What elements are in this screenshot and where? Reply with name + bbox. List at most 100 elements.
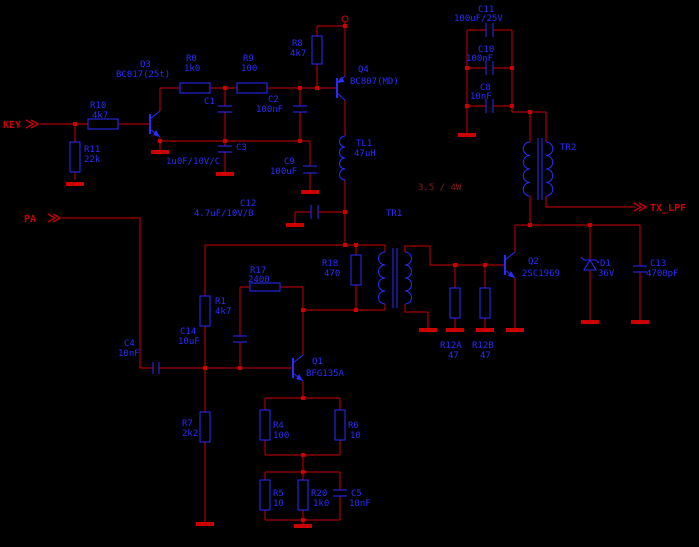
c10-ref-label: C10 xyxy=(478,45,494,55)
r5-ref-label: R5 xyxy=(273,489,284,499)
capacitor-c9-symbol[interactable] xyxy=(303,165,317,174)
capacitor-c11-symbol[interactable] xyxy=(485,23,494,37)
r12b-ref-label: R12B xyxy=(472,341,494,351)
wire-net-interstage xyxy=(303,244,505,328)
q3-ref-label: Q3 xyxy=(140,60,151,70)
tr2-ref-label: TR2 xyxy=(560,143,576,153)
pa-port-arrow-icon xyxy=(47,213,62,223)
r10-ref-label: R10 xyxy=(90,101,106,111)
transformer-tr1-symbol[interactable] xyxy=(378,248,412,308)
q3-emitter-arrow-icon xyxy=(153,130,160,137)
c3-value-label: 1u0F/10V/C xyxy=(166,157,220,167)
r6-ref-label: R6 xyxy=(348,421,359,431)
d1-ref-label: D1 xyxy=(600,259,611,269)
zener-diode-d1-symbol[interactable] xyxy=(580,256,600,271)
r11-ref-label: R11 xyxy=(84,145,100,155)
c12-ref-label: C12 xyxy=(240,199,256,209)
port-tx-lpf[interactable] xyxy=(633,202,648,212)
annotation-0: 3.5 / 4W xyxy=(418,183,462,193)
resistor-r20-symbol[interactable] xyxy=(297,479,309,511)
resistor-r1-symbol[interactable] xyxy=(199,295,211,327)
q2-ref-label: Q2 xyxy=(528,257,539,267)
resistor-r18-symbol[interactable] xyxy=(350,254,362,286)
tr2-core-icon xyxy=(537,138,543,200)
c8-ref-label: C8 xyxy=(480,83,491,93)
key-port-arrow-icon xyxy=(25,119,40,129)
port-pa[interactable] xyxy=(47,213,62,223)
resistor-r12b-symbol[interactable] xyxy=(479,287,491,319)
r9-ref-label: R9 xyxy=(243,54,254,64)
tx_lpf-port-label: TX_LPF xyxy=(650,203,686,214)
r7-value-label: 2k2 xyxy=(182,429,198,439)
r18-value-label: 470 xyxy=(324,269,340,279)
transistor-q4-symbol[interactable] xyxy=(336,75,346,101)
resistor-r8-symbol[interactable] xyxy=(311,35,323,65)
capacitor-c1-symbol[interactable] xyxy=(218,105,232,113)
r12a-ref-label: R12A xyxy=(440,341,462,351)
capacitor-c5-symbol[interactable] xyxy=(333,489,347,497)
resistor-r4-symbol[interactable] xyxy=(259,409,271,441)
r12a-value-label: 47 xyxy=(448,351,459,361)
transformer-tr2-symbol[interactable] xyxy=(522,138,554,200)
resistor-r11-symbol[interactable] xyxy=(69,141,81,173)
capacitor-c8-symbol[interactable] xyxy=(485,99,494,113)
c14-value-label: 10uF xyxy=(178,337,200,347)
c2-value-label: 100nF xyxy=(256,105,283,115)
tl1-value-label: 47uH xyxy=(354,149,376,159)
resistor-r12a-symbol[interactable] xyxy=(449,287,461,319)
resistor-r9-symbol[interactable] xyxy=(236,82,268,94)
r20-value-label: 1k0 xyxy=(313,499,329,509)
r5-value-label: 10 xyxy=(273,499,284,509)
port-key[interactable] xyxy=(25,119,40,129)
wire-net-driver xyxy=(62,217,345,524)
r20-ref-label: R20 xyxy=(311,489,327,499)
supply-pin-circle[interactable] xyxy=(341,15,349,23)
resistor-r17-symbol[interactable] xyxy=(249,282,281,292)
r1-ref-label: R1 xyxy=(215,297,226,307)
capacitor-c12-symbol[interactable] xyxy=(310,205,319,219)
capacitor-c2-symbol[interactable] xyxy=(293,105,307,113)
inductor-tl1-symbol[interactable] xyxy=(339,135,346,181)
r7-ref-label: R7 xyxy=(182,419,193,429)
r11-value-label: 22k xyxy=(84,155,101,165)
r4-ref-label: R4 xyxy=(273,421,284,431)
q2-emitter-arrow-icon xyxy=(508,271,515,278)
capacitor-c4-symbol[interactable] xyxy=(152,362,160,374)
resistor-r7-symbol[interactable] xyxy=(199,411,211,443)
transistor-q3-symbol[interactable] xyxy=(149,110,161,138)
c11-value-label: 100uF/25V xyxy=(454,14,503,24)
capacitor-c3-symbol[interactable] xyxy=(218,145,232,153)
c13-ref-label: C13 xyxy=(650,259,666,269)
tl1-ref-label: TL1 xyxy=(356,139,372,149)
q2-value-label: 2SC1969 xyxy=(522,269,560,279)
q1-ref-label: Q1 xyxy=(312,357,323,367)
resistor-r10-symbol[interactable] xyxy=(87,118,119,130)
capacitor-c14-symbol[interactable] xyxy=(233,335,247,343)
q4-value-label: BC807(MD) xyxy=(350,77,399,87)
capacitor-c10-symbol[interactable] xyxy=(485,61,494,75)
c10-value-label: 100nF xyxy=(466,54,493,64)
c1-ref-label: C1 xyxy=(204,97,215,107)
c12-value-label: 4.7uF/10V/B xyxy=(194,209,254,219)
r17-value-label: 2400 xyxy=(248,275,270,285)
tr1-ref-label: TR1 xyxy=(386,209,402,219)
capacitor-c13-symbol[interactable] xyxy=(633,265,647,273)
r6-value-label: 10 xyxy=(350,431,361,441)
resistor-r0-symbol[interactable] xyxy=(179,82,211,94)
r8-ref-label: R8 xyxy=(292,39,303,49)
ground-symbols xyxy=(66,133,649,528)
c2-ref-label: C2 xyxy=(268,95,279,105)
c3-ref-label: C3 xyxy=(236,143,247,153)
transistor-q2-symbol[interactable] xyxy=(504,251,516,279)
r0-ref-label: R0 xyxy=(186,54,197,64)
r8-value-label: 4k7 xyxy=(290,49,306,59)
r1-value-label: 4k7 xyxy=(215,307,231,317)
resistor-r5-symbol[interactable] xyxy=(259,479,271,511)
resistor-r6-symbol[interactable] xyxy=(334,409,346,441)
transistor-q1-symbol[interactable] xyxy=(292,354,304,382)
tx-lpf-port-arrow-icon xyxy=(633,202,648,212)
r18-ref-label: R18 xyxy=(322,259,338,269)
tr1-core-icon xyxy=(392,248,398,308)
